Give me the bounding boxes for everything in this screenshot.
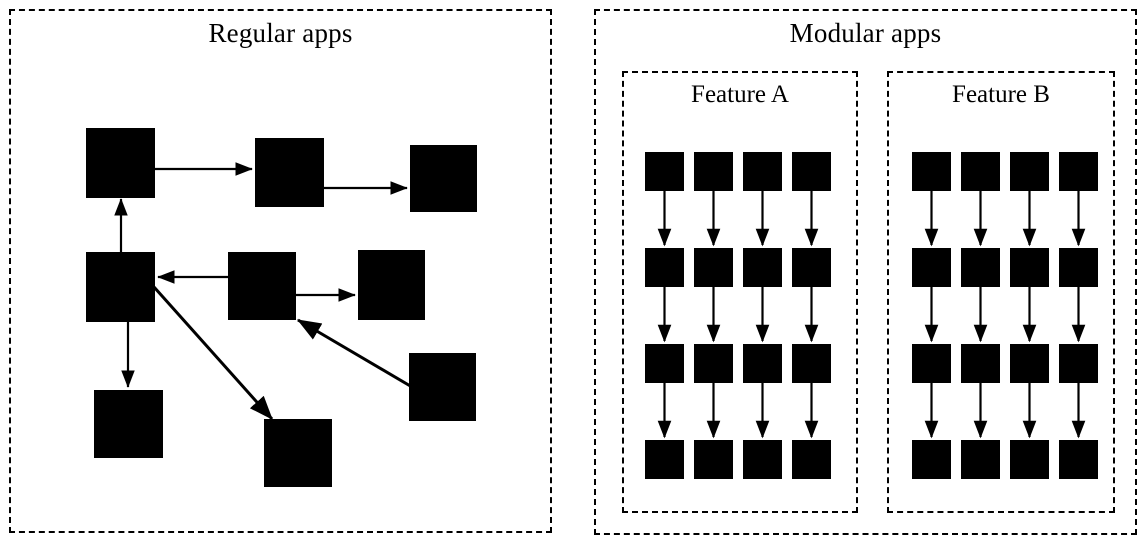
module-block-r2-c3 [1059,344,1098,383]
module-block-r0-c3 [792,152,831,191]
module-block-r0-c2 [743,152,782,191]
module-block-r8 [264,419,332,487]
module-block-r3 [410,145,477,212]
module-block-r2-c0 [912,344,951,383]
module-block-r3-c3 [792,440,831,479]
module-block-r1-c0 [645,248,684,287]
panel-feature-a-title: Feature A [691,81,789,108]
module-block-r2-c1 [961,344,1000,383]
module-block-r3-c1 [961,440,1000,479]
module-block-r0-c1 [961,152,1000,191]
module-block-r5 [228,252,296,320]
module-block-r7 [94,390,163,458]
module-block-r1 [86,128,155,198]
module-block-r0-c1 [694,152,733,191]
panel-modular-apps-title: Modular apps [789,18,942,48]
dependency-arrow-r9-to-r5 [296,318,413,389]
module-block-r0-c3 [1059,152,1098,191]
module-block-r3-c1 [694,440,733,479]
module-block-r3-c0 [912,440,951,479]
module-block-r6 [358,250,425,320]
module-block-r0-c0 [912,152,951,191]
module-block-r1-c2 [1010,248,1049,287]
module-block-r3-c2 [743,440,782,479]
module-block-r3-c2 [1010,440,1049,479]
module-block-r2 [255,138,324,207]
module-block-r2-c1 [694,344,733,383]
panel-regular-apps: Regular apps [9,9,552,533]
module-block-r1-c1 [694,248,733,287]
module-block-r1-c1 [961,248,1000,287]
panel-feature-b-title: Feature B [952,81,1050,108]
panel-regular-apps-title: Regular apps [208,18,353,48]
module-block-r1-c2 [743,248,782,287]
panel-feature-b: Feature B [887,71,1115,513]
module-block-r3-c0 [645,440,684,479]
module-block-r1-c0 [912,248,951,287]
module-block-r1-c3 [1059,248,1098,287]
module-block-r2-c2 [1010,344,1049,383]
module-block-r0-c0 [645,152,684,191]
module-block-r2-c2 [743,344,782,383]
module-block-r9 [409,353,476,421]
panel-modular-apps: Modular apps Feature A Feature B [594,9,1137,535]
module-block-r2-c3 [792,344,831,383]
module-block-r3-c3 [1059,440,1098,479]
panel-feature-a: Feature A [622,71,858,513]
module-block-r1-c3 [792,248,831,287]
module-block-r2-c0 [645,344,684,383]
module-block-r4 [86,252,155,322]
module-block-r0-c2 [1010,152,1049,191]
